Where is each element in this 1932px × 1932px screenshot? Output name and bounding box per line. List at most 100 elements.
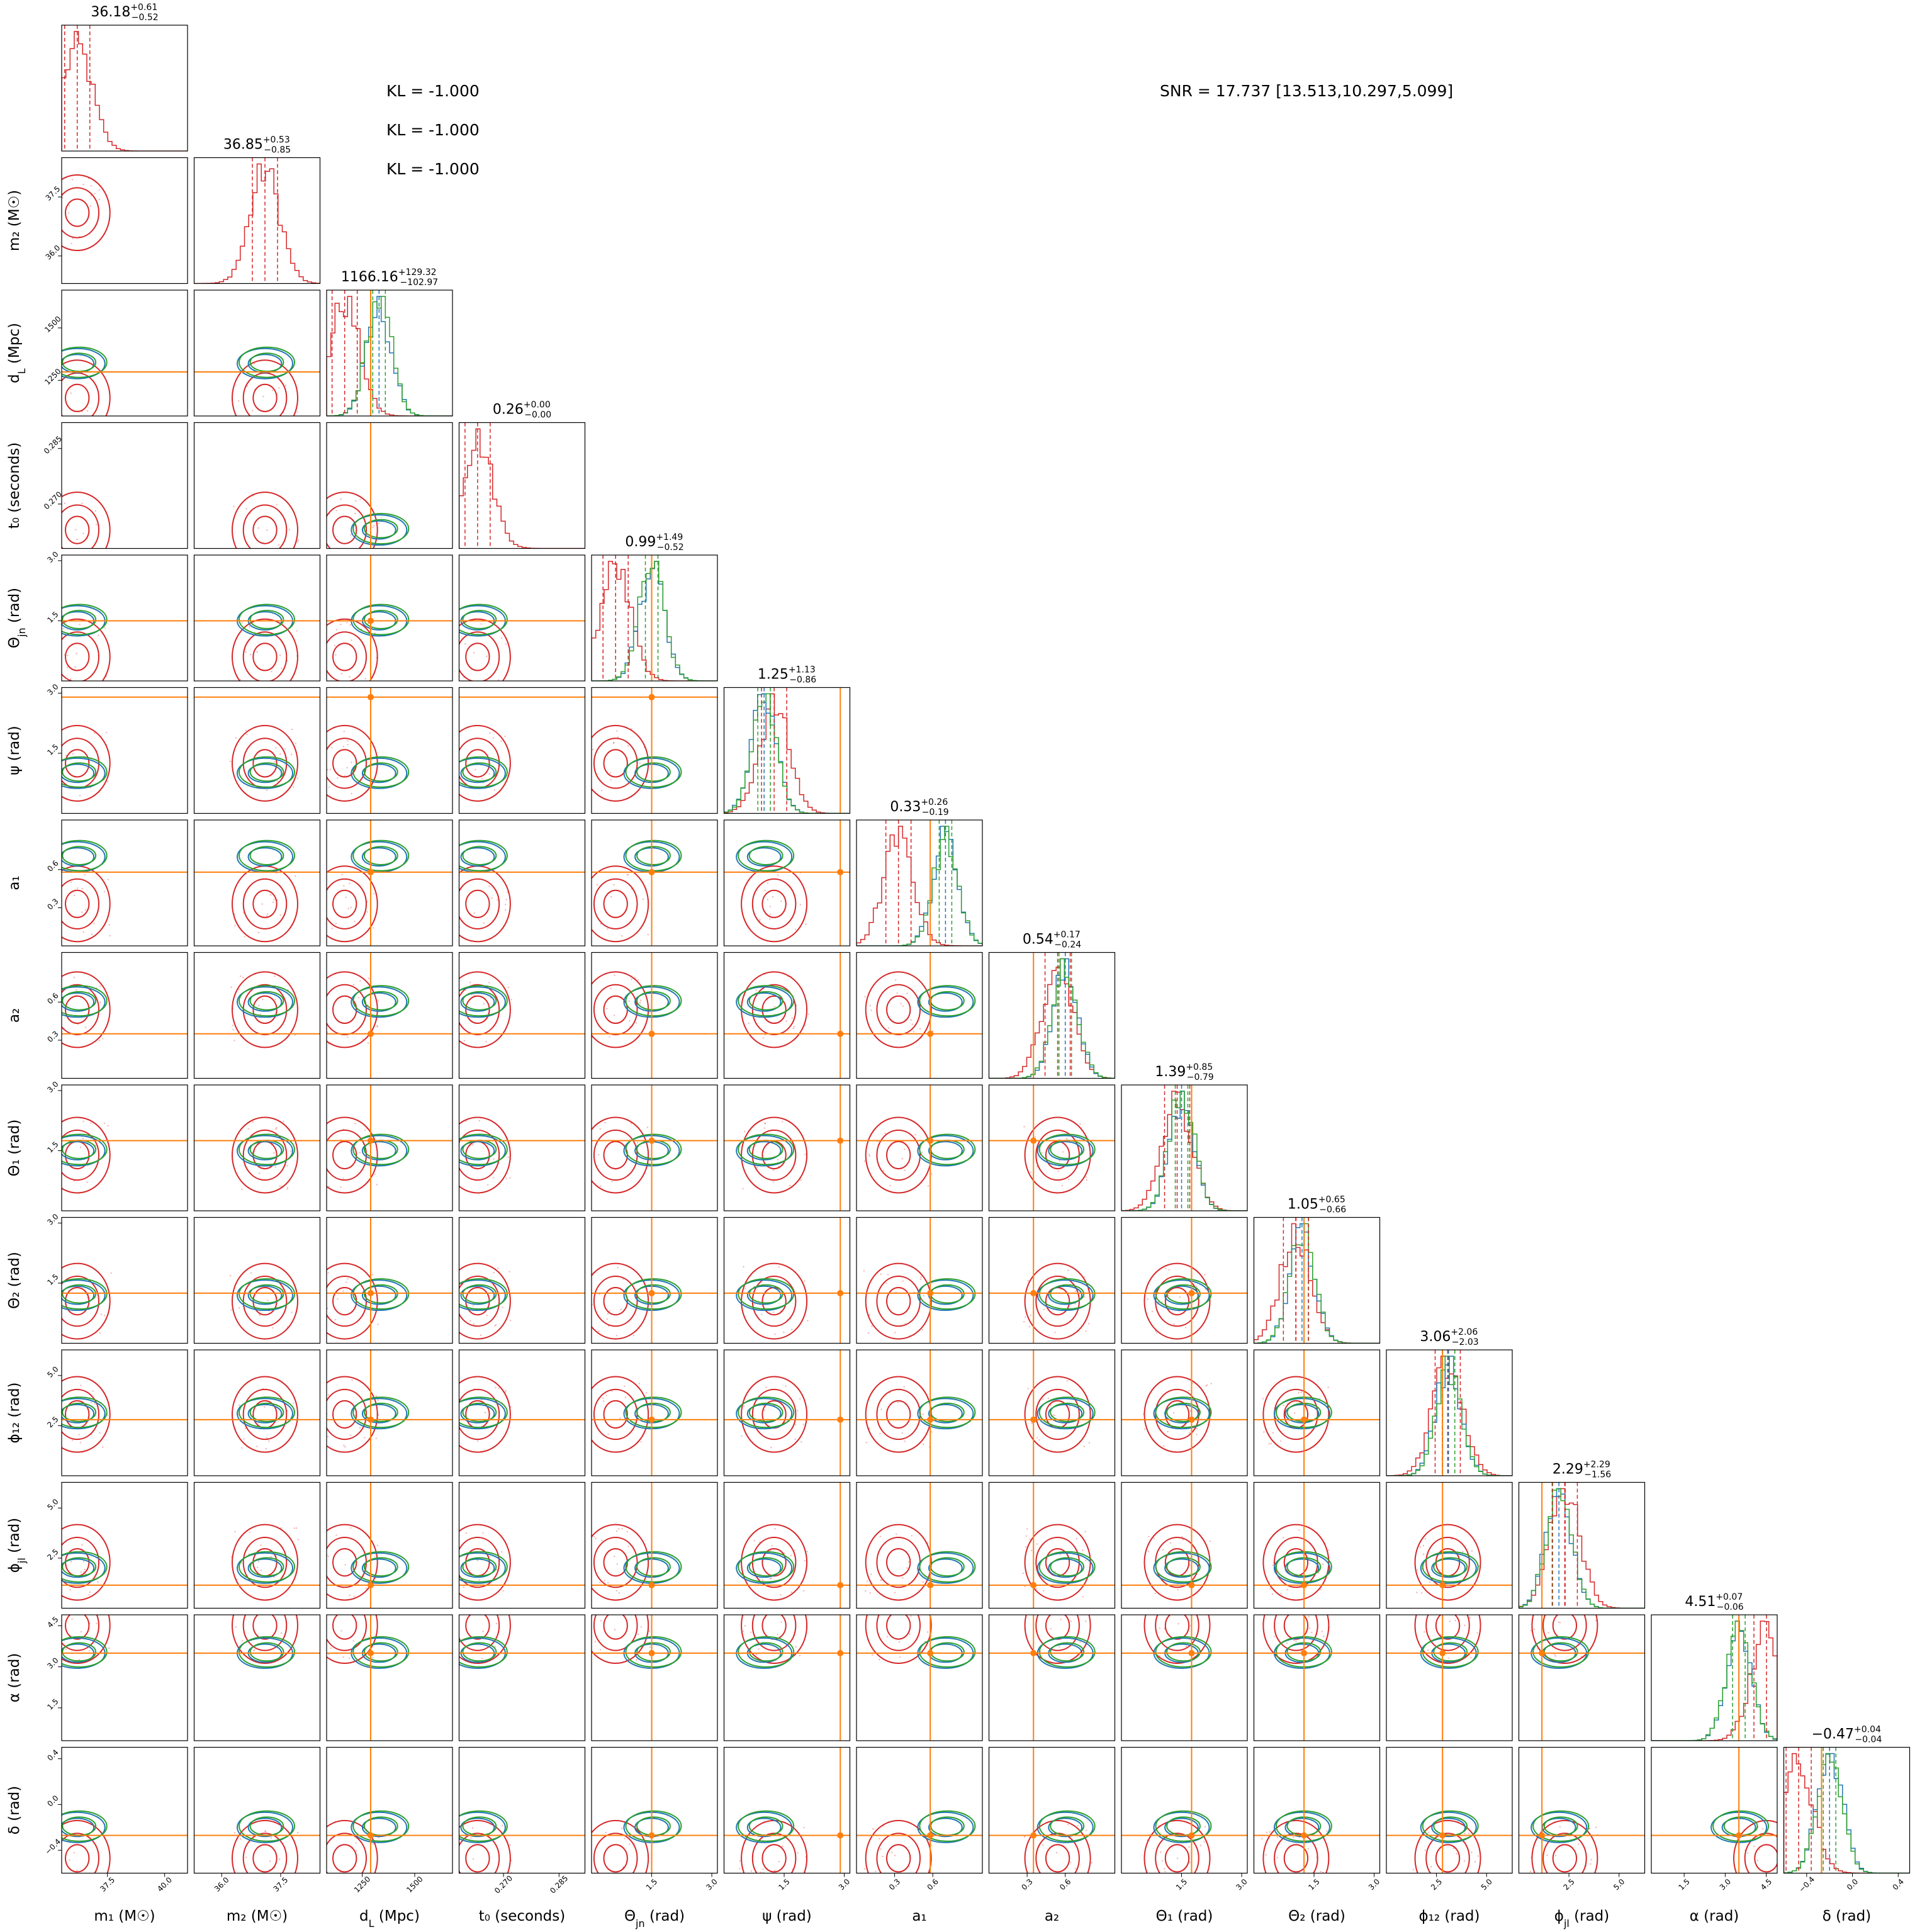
red-contour (1754, 1844, 1777, 1873)
sample-point (53, 1012, 54, 1013)
red-contour (62, 1615, 99, 1651)
green-histogram (592, 561, 717, 681)
sample-point (478, 1579, 480, 1581)
red-contour (865, 1262, 932, 1340)
red-histogram (459, 428, 585, 549)
sample-point (96, 1622, 98, 1624)
scatter-panel-10-9 (1253, 1349, 1381, 1476)
sample-point (71, 179, 74, 181)
sample-point (54, 1130, 55, 1131)
sample-point (60, 399, 61, 400)
sample-point (636, 1659, 637, 1661)
sample-point (266, 529, 268, 531)
sample-point (347, 1036, 349, 1038)
red-contour (886, 1844, 911, 1873)
sample-point (376, 1544, 378, 1546)
scatter-panel-10-6 (856, 1349, 983, 1476)
sample-point (1091, 1862, 1092, 1864)
sample-point (323, 1644, 324, 1645)
sample-point (626, 1877, 627, 1878)
red-contour (865, 971, 932, 1048)
y-tick-label: 0.6 (45, 991, 60, 1006)
sample-point (1578, 1843, 1580, 1845)
sample-point (510, 1320, 512, 1322)
sample-point (59, 186, 60, 188)
sample-point (70, 392, 72, 394)
scatter-panel-9-0: 1.53.0Θ₂ (rad) (6, 1212, 188, 1344)
blue-contour (62, 1135, 106, 1167)
sample-point (780, 901, 782, 902)
sample-point (447, 747, 449, 748)
sample-point (371, 1599, 373, 1600)
sample-point (81, 1544, 83, 1546)
sample-point (875, 1870, 877, 1872)
truth-marker (927, 1137, 934, 1144)
panel-frame (1121, 1614, 1248, 1741)
sample-point (245, 651, 247, 653)
sample-point (89, 205, 91, 207)
truth-marker (837, 1832, 844, 1839)
sample-point (903, 1386, 905, 1388)
sample-point (891, 1851, 893, 1853)
sample-point (350, 1527, 352, 1529)
blue-contour (736, 1279, 793, 1311)
sample-point (863, 1270, 865, 1272)
sample-point (865, 1442, 868, 1444)
red-contour (459, 1116, 511, 1194)
sample-point (93, 732, 96, 734)
truth-marker (648, 694, 655, 700)
green-contour (239, 1396, 295, 1429)
red-contour (1143, 1262, 1211, 1340)
sample-point (772, 896, 774, 898)
sample-point (295, 1527, 298, 1529)
sample-point (1161, 1860, 1164, 1862)
red-contour (327, 971, 378, 1048)
blue-contour (361, 1817, 396, 1838)
sample-point (349, 1657, 351, 1659)
red-contour (592, 1376, 649, 1453)
red-contour (459, 1819, 511, 1873)
red-contour (232, 1524, 298, 1601)
sample-point (454, 776, 456, 777)
sample-point (1027, 1388, 1029, 1390)
scatter-panel-10-5 (723, 1349, 851, 1476)
sample-point (907, 1561, 910, 1563)
sample-point (238, 989, 240, 991)
red-contour (593, 1276, 638, 1327)
red-contour (1035, 1615, 1080, 1651)
sample-point (869, 1592, 872, 1594)
sample-point (1084, 1296, 1086, 1298)
green-contour (919, 985, 976, 1017)
sample-point (84, 1568, 86, 1571)
sample-point (1271, 1593, 1274, 1595)
sample-point (82, 1120, 84, 1123)
sample-point (926, 1631, 929, 1633)
sample-point (614, 1629, 616, 1631)
sample-point (492, 737, 495, 739)
green-contour (748, 1816, 783, 1836)
green-contour (62, 846, 97, 865)
panel-frame (61, 1216, 188, 1344)
red-contour (242, 1276, 288, 1327)
sample-point (257, 1561, 260, 1563)
sample-point (600, 923, 602, 925)
sample-point (1022, 1572, 1025, 1575)
sample-point (899, 1656, 901, 1658)
sample-point (1430, 1866, 1432, 1868)
sample-point (257, 931, 260, 934)
sample-point (455, 928, 456, 929)
sample-point (249, 654, 252, 656)
sample-point (807, 1013, 809, 1016)
sample-point (1427, 1649, 1429, 1651)
red-contour (252, 889, 278, 918)
sample-point (1031, 1549, 1033, 1551)
sample-point (590, 1607, 591, 1608)
sample-point (1043, 1590, 1045, 1592)
blue-contour (1048, 1403, 1083, 1424)
sample-point (322, 1008, 323, 1009)
sample-point (639, 999, 642, 1001)
green-contour (1166, 1402, 1201, 1422)
sample-point (278, 387, 280, 389)
panel-frame (988, 1216, 1116, 1344)
green-contour (1166, 1284, 1201, 1304)
